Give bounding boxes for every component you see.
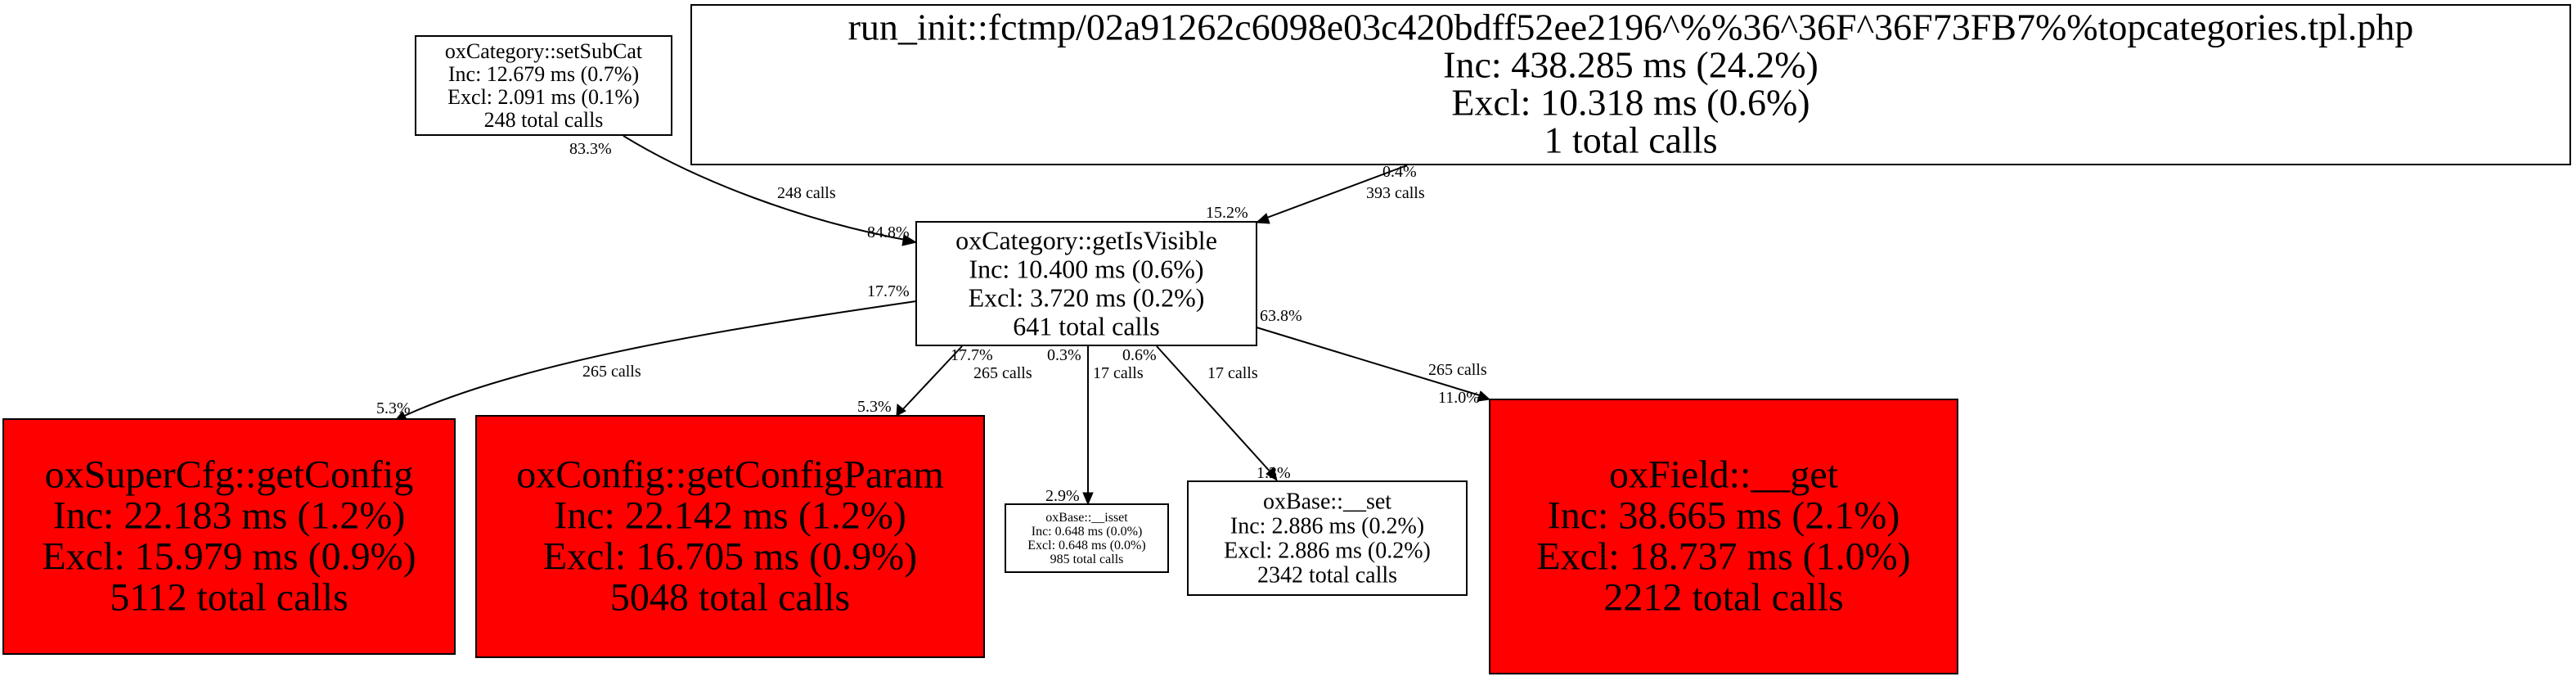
edge-line — [1156, 345, 1274, 476]
arrowhead-icon — [1266, 467, 1278, 482]
edge-head-percent: 84.8% — [867, 223, 910, 241]
node-box — [690, 4, 2571, 165]
arrowhead-icon — [896, 404, 906, 417]
node-inc: Inc: 438.285 ms (24.2%) — [1443, 43, 1818, 85]
edge-head-percent: 2.9% — [1045, 487, 1080, 505]
node-name: oxSuperCfg::getConfig — [45, 453, 414, 497]
node-box — [415, 35, 672, 136]
node-name: oxBase::__set — [1263, 489, 1391, 515]
node-inc: Inc: 2.886 ms (0.2%) — [1230, 514, 1424, 539]
node-box — [1005, 503, 1169, 573]
node-excl: Excl: 2.091 ms (0.1%) — [447, 85, 640, 109]
edge-tail-percent: 63.8% — [1260, 307, 1302, 325]
edge-call-count: 17 calls — [1207, 364, 1258, 382]
node-excl: Excl: 16.705 ms (0.9%) — [543, 535, 917, 579]
node-calls: 5112 total calls — [110, 576, 348, 620]
node-name: oxCategory::getIsVisible — [955, 226, 1217, 255]
node-excl: Excl: 18.737 ms (1.0%) — [1536, 535, 1910, 579]
edge-tail-percent: 0.3% — [1047, 346, 1081, 364]
edge-getIsVisible-to-isset: 0.3% 17 calls 2.9% — [1045, 346, 1144, 506]
edge-tail-percent: 17.7% — [951, 346, 993, 364]
edge-call-count: 17 calls — [1093, 364, 1144, 382]
edge-setSubCat-to-getIsVisible: 83.3% 248 calls 84.8% — [569, 135, 918, 246]
node-calls: 985 total calls — [1050, 552, 1124, 566]
node-name: oxConfig::getConfigParam — [516, 453, 944, 497]
edge-tail-percent: 0.4% — [1382, 163, 1417, 181]
node-calls: 5048 total calls — [610, 576, 850, 620]
node-excl: Excl: 2.886 ms (0.2%) — [1224, 539, 1431, 564]
node-box — [1187, 480, 1468, 596]
arrowhead-icon — [1477, 390, 1491, 402]
node-inc: Inc: 38.665 ms (2.1%) — [1548, 494, 1900, 538]
edge-call-count: 265 calls — [973, 364, 1032, 382]
edge-getIsVisible-to-set: 0.6% 17 calls 1.3% — [1122, 345, 1291, 482]
node-inc: Inc: 10.400 ms (0.6%) — [969, 255, 1203, 284]
node-excl: Excl: 0.648 ms (0.0%) — [1027, 539, 1145, 552]
node-box — [2, 418, 456, 655]
edge-call-count: 265 calls — [582, 363, 641, 381]
edge-getIsVisible-to-getConfigParam: 17.7%265 calls 5.3% — [857, 345, 1032, 417]
node-inc: Inc: 22.183 ms (1.2%) — [53, 494, 406, 538]
node-calls: 2212 total calls — [1603, 576, 1843, 620]
edge-line — [899, 345, 963, 413]
edge-call-count: 393 calls — [1366, 184, 1425, 202]
edge-head-percent: 1.3% — [1257, 464, 1291, 482]
edge-tail-percent: 83.3% — [569, 140, 612, 158]
edge-line — [400, 300, 917, 418]
node-name: oxField::__get — [1609, 453, 1839, 497]
node-name: run_init::fctmp/02a91262c6098e03c420bdff… — [848, 6, 2414, 47]
node-box — [1489, 399, 1958, 674]
edge-head-percent: 11.0% — [1438, 389, 1480, 407]
node-excl: Excl: 15.979 ms (0.9%) — [42, 535, 416, 579]
node-calls: 2342 total calls — [1257, 563, 1397, 589]
edge-tail-percent: 0.6% — [1122, 346, 1157, 364]
edge-call-count: 248 calls — [777, 184, 836, 202]
node-calls: 641 total calls — [1013, 312, 1160, 341]
node-name: oxBase::__isset — [1045, 511, 1128, 525]
node-inc: Inc: 0.648 ms (0.0%) — [1032, 525, 1143, 539]
edge-tail-percent: 17.7% — [867, 282, 910, 300]
node-excl: Excl: 3.720 ms (0.2%) — [969, 283, 1205, 313]
edge-line — [1257, 165, 1408, 222]
node-inc: Inc: 22.142 ms (1.2%) — [554, 494, 906, 538]
arrowhead-icon — [1082, 492, 1094, 506]
edge-line — [1256, 327, 1483, 397]
edge-line — [623, 135, 910, 241]
edge-head-percent: 5.3% — [376, 399, 411, 417]
node-name: oxCategory::setSubCat — [445, 39, 643, 63]
edge-call-count: 265 calls — [1428, 361, 1487, 379]
edge-getIsVisible-to-get: 63.8% 265 calls 11.0% — [1256, 307, 1491, 407]
node-calls: 248 total calls — [484, 108, 604, 132]
function-node-run_init[interactable]: run_init::fctmp/02a91262c6098e03c420bdff… — [690, 4, 2571, 165]
edge-head-percent: 5.3% — [857, 398, 892, 416]
edge-head-percent: 15.2% — [1206, 204, 1248, 222]
arrowhead-icon — [1255, 213, 1270, 224]
edge-run_init-to-getIsVisible: 0.4% 393 calls 15.2% — [1206, 163, 1425, 224]
node-inc: Inc: 12.679 ms (0.7%) — [448, 62, 639, 86]
node-box — [475, 415, 985, 658]
node-calls: 1 total calls — [1544, 119, 1717, 160]
arrowhead-icon — [901, 234, 918, 246]
node-box — [915, 221, 1257, 346]
node-excl: Excl: 10.318 ms (0.6%) — [1451, 81, 1809, 123]
edge-getIsVisible-to-getConfig: 17.7% 265 calls 5.3% — [376, 282, 917, 422]
